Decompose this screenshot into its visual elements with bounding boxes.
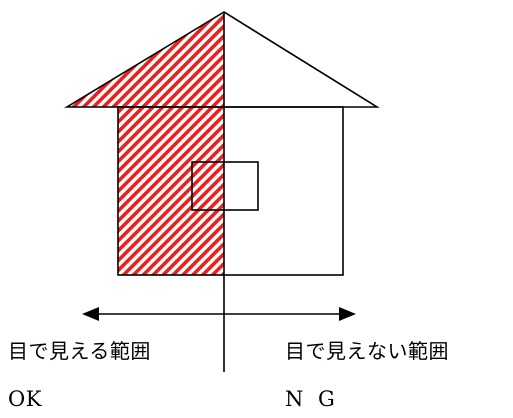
invisible-range-label: 目で見えない範囲	[285, 339, 449, 363]
hatched-visible-area	[67, 12, 224, 275]
arrowhead-left-icon	[82, 307, 99, 321]
house-outline	[64, 11, 380, 276]
window	[191, 161, 259, 211]
ok-label: OK	[8, 387, 42, 411]
house-wall	[117, 106, 344, 276]
hatched-wall-area	[118, 107, 224, 275]
arrowhead-right-icon	[339, 307, 356, 321]
ng-label: N G	[285, 387, 339, 411]
visible-range-label: 目で見える範囲	[8, 339, 151, 363]
range-arrow	[82, 307, 356, 321]
